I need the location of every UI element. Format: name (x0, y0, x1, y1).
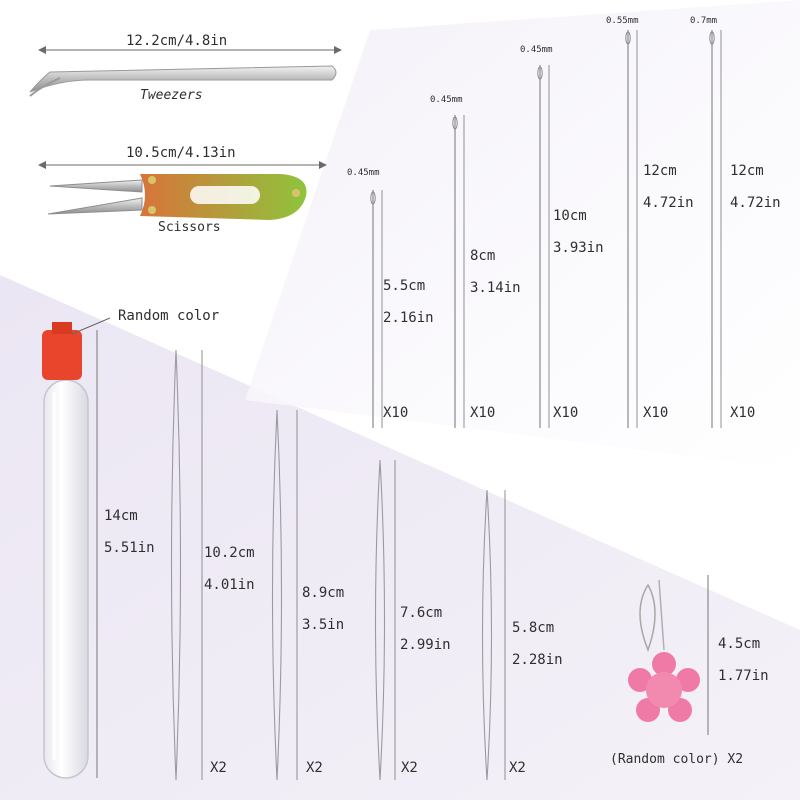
beading-needle-length-in: 2.99in (400, 637, 451, 653)
beading-needle-length-in: 2.28in (512, 652, 563, 668)
needle-gauge: 0.55mm (606, 16, 639, 26)
straight-needles (370, 30, 722, 428)
needle-length-in: 2.16in (383, 310, 434, 326)
beading-needle-length-cm: 5.8cm (512, 620, 555, 636)
scissors-label: Scissors (158, 220, 221, 235)
background-upper-panel (245, 0, 800, 470)
straight-needle (625, 30, 638, 428)
needle-quantity: X10 (553, 405, 579, 421)
beading-needle (170, 349, 203, 781)
threader-caption: (Random color) X2 (610, 752, 744, 767)
scissors (38, 161, 327, 220)
beading-needle-quantity: X2 (401, 760, 418, 776)
scissors-measure: 10.5cm/4.13in (126, 145, 236, 161)
beading-needle (271, 409, 298, 781)
needle-quantity: X10 (470, 405, 496, 421)
needle-length-in: 3.93in (553, 240, 604, 256)
needle-quantity: X10 (383, 405, 409, 421)
needle-gauge: 0.7mm (690, 16, 718, 26)
straight-needle (452, 115, 465, 428)
beading-needle-length-cm: 7.6cm (400, 605, 443, 621)
beading-needle (374, 459, 396, 781)
tube-note: Random color (118, 308, 220, 324)
needle-length-in: 4.72in (643, 195, 694, 211)
needle-length-cm: 5.5cm (383, 278, 426, 294)
needle-gauge: 0.45mm (430, 95, 463, 105)
needle-length-cm: 12cm (730, 163, 764, 179)
beading-needle (481, 489, 506, 781)
beading-needle-length-cm: 8.9cm (302, 585, 345, 601)
background-lower-panel (0, 275, 800, 800)
needle-threader (628, 575, 709, 735)
straight-needle (537, 65, 550, 428)
straight-needle (370, 190, 383, 428)
beading-needle-quantity: X2 (509, 760, 526, 776)
needle-length-in: 3.14in (470, 280, 521, 296)
straight-needle (709, 30, 722, 428)
tweezers-measure: 12.2cm/4.8in (126, 33, 228, 49)
beading-needle-length-cm: 10.2cm (204, 545, 255, 561)
needle-length-cm: 8cm (470, 248, 496, 264)
threader-flower (628, 652, 700, 722)
needle-gauge: 0.45mm (520, 45, 553, 55)
beading-needles (170, 349, 506, 781)
needle-length-cm: 10cm (553, 208, 587, 224)
tube-length-in: 5.51in (104, 540, 155, 556)
needle-length-cm: 12cm (643, 163, 677, 179)
beading-needle-length-in: 4.01in (204, 577, 255, 593)
threader-length-in: 1.77in (718, 668, 769, 684)
tweezers-label: Tweezers (140, 88, 203, 103)
threader-length-cm: 4.5cm (718, 636, 761, 652)
beading-needle-quantity: X2 (210, 760, 227, 776)
needle-quantity: X10 (730, 405, 756, 421)
needle-length-in: 4.72in (730, 195, 781, 211)
beading-needle-quantity: X2 (306, 760, 323, 776)
needle-quantity: X10 (643, 405, 669, 421)
tube-cap (42, 330, 82, 380)
beading-needle-length-in: 3.5in (302, 617, 345, 633)
tube-length-cm: 14cm (104, 508, 138, 524)
needle-tube (42, 317, 111, 779)
needle-gauge: 0.45mm (347, 168, 380, 178)
tweezers (29, 46, 342, 97)
